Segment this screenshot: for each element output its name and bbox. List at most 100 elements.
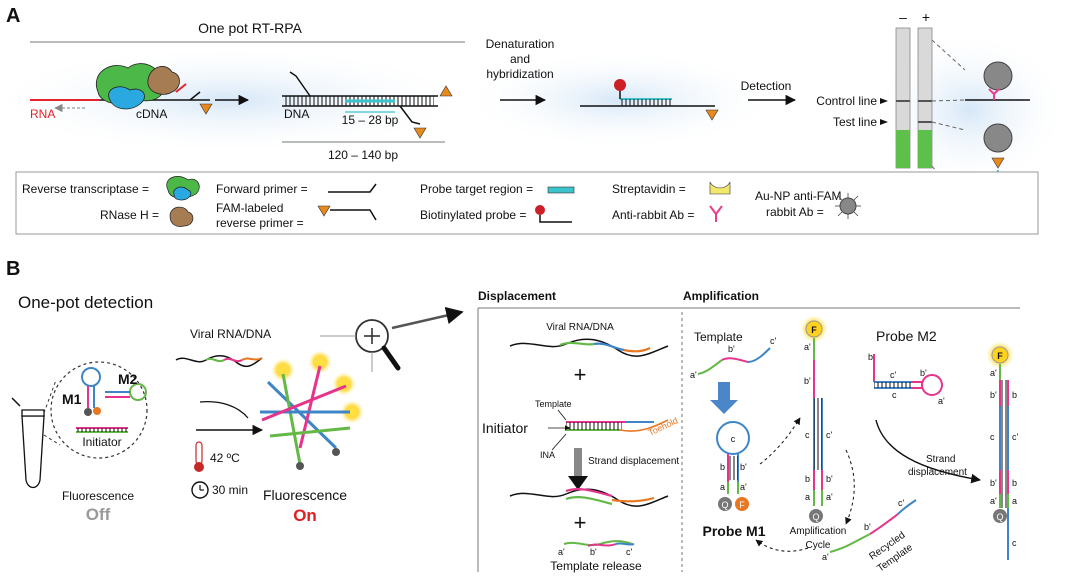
- denat-label: and: [510, 52, 530, 66]
- aunp-icon: [983, 123, 1013, 153]
- segment-label: b': [590, 547, 597, 557]
- segment-label: b': [804, 376, 811, 386]
- m2-loop: [921, 374, 943, 396]
- panel-a: A One pot RT-RPA RNA cDNA: [0, 5, 1065, 235]
- probe-m2-label: Probe M2: [876, 328, 937, 344]
- rnase-h-icon: [147, 66, 180, 95]
- plus-sign: +: [574, 362, 587, 387]
- segment-label: b': [740, 462, 747, 472]
- segment-label: c: [892, 390, 897, 400]
- denat-label: Denaturation: [486, 37, 555, 51]
- cdna-label: cDNA: [136, 107, 167, 121]
- rt-step-illustration: RNA cDNA: [30, 63, 213, 121]
- segment-label: a': [558, 547, 565, 557]
- segment-label: a': [990, 496, 997, 506]
- f-label: F: [739, 500, 745, 510]
- panel-a-label: A: [6, 5, 20, 27]
- aunp-icon: [983, 61, 1013, 91]
- time-label: 30 min: [212, 483, 248, 497]
- legend-forward: Forward primer =: [216, 182, 308, 196]
- anti-rabbit-icon: [709, 205, 723, 222]
- viral-strand-2: [509, 338, 669, 357]
- segment-label: a': [938, 396, 945, 406]
- fluorophore-icon: [93, 407, 101, 415]
- template-label-2: Template: [694, 330, 743, 344]
- legend-anti-rabbit: Anti-rabbit Ab =: [612, 208, 694, 222]
- plus-sign-2: +: [574, 510, 587, 535]
- fam-triangle-icon: [413, 127, 427, 139]
- legend-rt: Reverse transcriptase =: [22, 182, 149, 196]
- strand-disp2-label: displacement: [908, 467, 967, 478]
- strand-disp2-label: Strand: [926, 454, 955, 465]
- fluorescence-off-state: Off: [86, 505, 111, 524]
- bp-probe-label: 15 – 28 bp: [342, 113, 399, 127]
- segment-label: b': [728, 344, 735, 354]
- segment-label: a: [720, 482, 725, 492]
- m1-label: M1: [62, 391, 82, 407]
- legend-strep: Streptavidin =: [612, 182, 686, 196]
- quencher-icon: [809, 509, 823, 523]
- strand-displacement-arrow: [875, 419, 981, 484]
- panel-b: B One-pot detection M1 M2 Initiator Fluo…: [6, 258, 1020, 574]
- legend-biotin: Biotinylated probe =: [420, 208, 526, 222]
- legend-box: Reverse transcriptase = RNase H = Forwar…: [15, 171, 1039, 235]
- segment-label: c': [770, 336, 777, 346]
- primer-tail: [189, 91, 201, 101]
- aunp-icon: [839, 197, 857, 215]
- reverse-transcriptase-blue-icon: [108, 86, 145, 110]
- viral-strand: [175, 355, 263, 368]
- legend-aunp-2: rabbit Ab =: [766, 205, 824, 219]
- down-arrow: [568, 476, 588, 490]
- initiator-small-label: Initiator: [82, 435, 121, 449]
- rnase-h-icon: [169, 206, 194, 227]
- tube-icon: [21, 415, 45, 489]
- probe-target-icon: [547, 186, 575, 194]
- fam-triangle-icon: [705, 109, 719, 121]
- fluorescence-off-label: Fluorescence: [62, 489, 134, 503]
- segment-label: c': [1012, 432, 1019, 442]
- forward-primer-tail: [289, 71, 311, 97]
- segment-label: c': [898, 498, 905, 508]
- segment-label: a: [1012, 496, 1017, 506]
- ina-label: INA: [540, 450, 555, 460]
- segment-label: b': [990, 390, 997, 400]
- rna-label: RNA: [30, 107, 55, 121]
- quencher-icon: [718, 497, 732, 511]
- assembled-product: [260, 350, 364, 470]
- m2-label: M2: [118, 371, 138, 387]
- biotin-icon: [535, 205, 545, 215]
- test-line-label: Test line: [833, 115, 877, 129]
- q-label: Q: [812, 512, 819, 522]
- lateral-flow-strips: – + Control line Test line: [816, 9, 1030, 213]
- segment-label: c: [990, 432, 995, 442]
- legend-probe-target: Probe target region =: [420, 182, 533, 196]
- quencher-icon: [84, 408, 92, 416]
- quencher-icon: [993, 509, 1007, 523]
- initiator-label: Initiator: [482, 420, 528, 436]
- segment-label: b': [920, 368, 927, 378]
- segment-label: b: [1012, 478, 1017, 488]
- amp-cycle-label: Cycle: [805, 540, 830, 551]
- hybridized-probe: [580, 79, 719, 121]
- segment-label: a: [805, 492, 810, 502]
- one-pot-title: One pot RT-RPA: [198, 20, 302, 36]
- fluorescence-on-label: Fluorescence: [263, 487, 347, 503]
- dsdna-amplicon: DNA 15 – 28 bp 120 – 140 bp: [282, 71, 453, 162]
- segment-label: b: [720, 462, 725, 472]
- legend-fam-1: FAM-labeled: [216, 201, 283, 215]
- fluorophore-lit-icon: [991, 346, 1009, 364]
- template-label: Template: [535, 399, 572, 409]
- segment-label: a': [990, 368, 997, 378]
- fluorescence-on-state: On: [293, 506, 317, 525]
- segment-label: a': [804, 342, 811, 352]
- forward-primer-icon: [328, 183, 377, 193]
- q-label: Q: [996, 512, 1003, 522]
- segment-label: c: [805, 430, 810, 440]
- minus-sign: –: [899, 9, 907, 25]
- f-label: F: [997, 351, 1003, 361]
- detection-label: Detection: [741, 79, 792, 93]
- segment-label: a': [740, 482, 747, 492]
- biotin-icon: [614, 79, 626, 91]
- segment-label: a': [822, 552, 829, 562]
- f-label: F: [811, 325, 817, 335]
